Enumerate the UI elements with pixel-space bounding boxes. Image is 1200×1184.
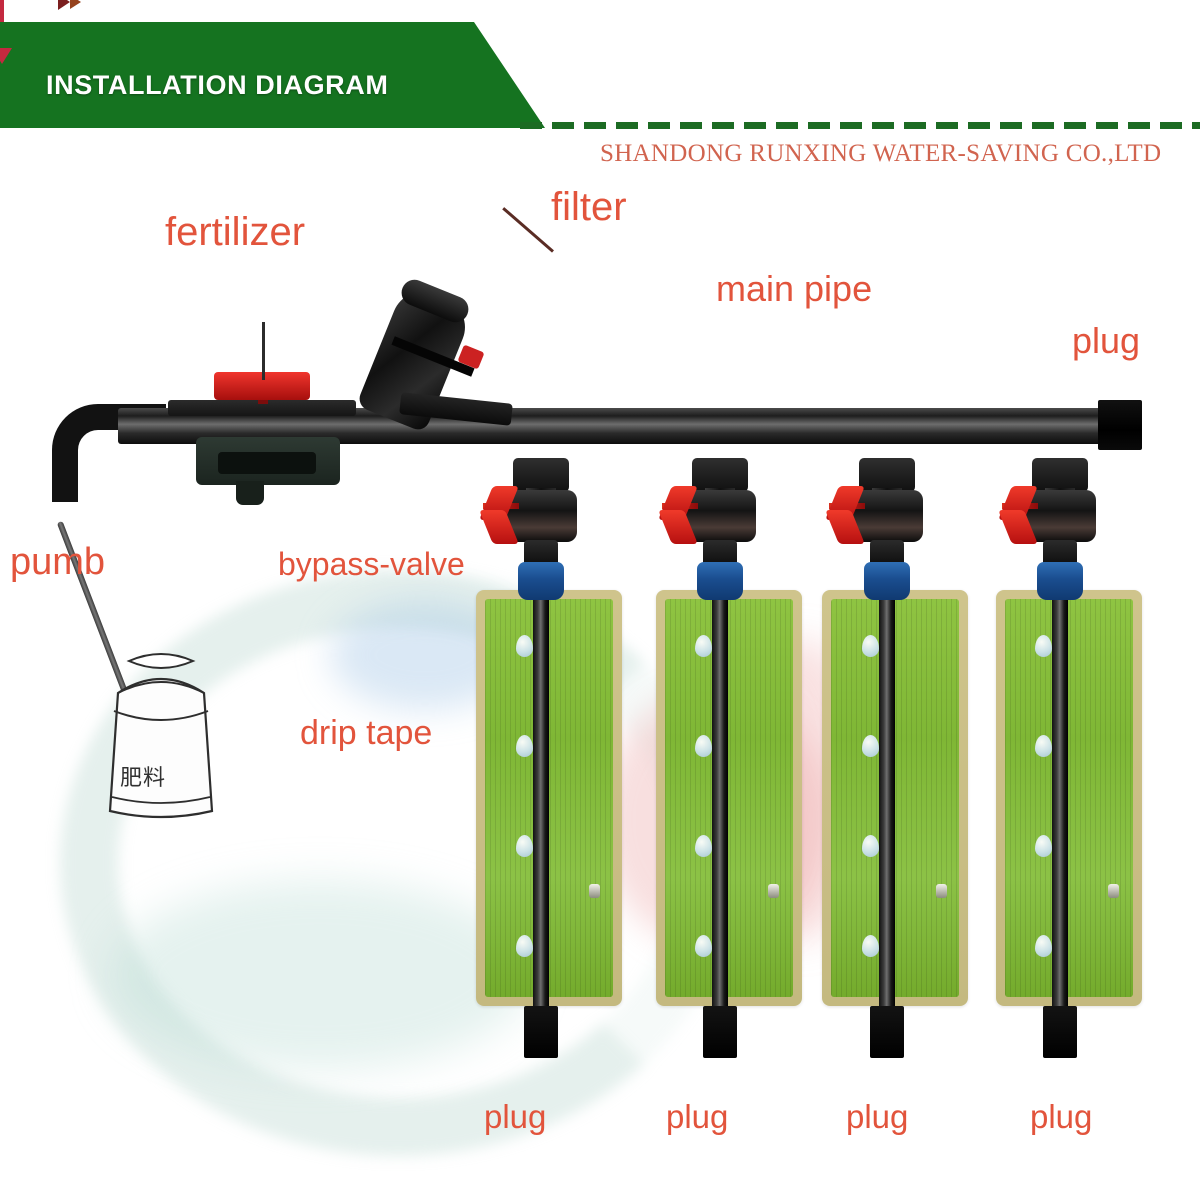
label-plug-bottom: plug — [484, 1098, 547, 1135]
crop-bed — [822, 590, 968, 1006]
water-drop — [862, 635, 879, 657]
water-drop — [862, 735, 879, 757]
pump-top-flange — [168, 400, 356, 416]
valve-connector — [697, 562, 743, 600]
crop-bed-grass — [665, 599, 793, 997]
drip-tape-line — [879, 596, 895, 1028]
drip-tape-end-plug — [524, 1006, 558, 1058]
bucket-label-text: 肥料 — [120, 766, 167, 791]
label-filter: filter — [551, 185, 627, 229]
valve-handle-icon — [993, 486, 1051, 542]
water-drop — [1035, 935, 1052, 957]
header-dashed-rule — [520, 122, 1200, 129]
drip-emitter — [589, 884, 600, 898]
water-drop — [1035, 635, 1052, 657]
label-drip-tape: drip tape — [300, 714, 433, 752]
header-banner — [0, 22, 545, 128]
crop-bed — [996, 590, 1142, 1006]
valve-handle-icon — [474, 486, 532, 542]
valve-connector — [518, 562, 564, 600]
bypass-valve-outlet — [236, 481, 264, 505]
water-drop — [1035, 735, 1052, 757]
water-drop — [516, 935, 533, 957]
crop-bed-grass — [831, 599, 959, 997]
label-plug-right: plug — [1072, 320, 1141, 361]
water-drop — [695, 635, 712, 657]
drip-emitter — [1108, 884, 1119, 898]
drip-tape-line — [533, 596, 549, 1028]
banner-title: INSTALLATION DIAGRAM — [46, 70, 389, 100]
water-drop — [516, 835, 533, 857]
label-plug-bottom: plug — [666, 1098, 729, 1135]
crop-bed — [656, 590, 802, 1006]
crop-bed — [476, 590, 622, 1006]
drip-tape-line — [1052, 596, 1068, 1028]
water-drop — [695, 935, 712, 957]
label-fertilizer: fertilizer — [165, 210, 306, 254]
water-drop — [516, 735, 533, 757]
filter-leader-line — [502, 207, 554, 253]
label-plug-bottom: plug — [1030, 1098, 1093, 1135]
bypass-valve-window — [218, 452, 316, 474]
water-drop — [695, 735, 712, 757]
drip-tape-end-plug — [1043, 1006, 1077, 1058]
label-main-pipe: main pipe — [716, 268, 873, 309]
valve-connector — [864, 562, 910, 600]
crop-bed-grass — [485, 599, 613, 997]
water-drop — [695, 835, 712, 857]
water-drop — [862, 935, 879, 957]
crop-bed-grass — [1005, 599, 1133, 997]
water-drop — [516, 635, 533, 657]
fertilizer-bucket — [96, 645, 226, 825]
company-name: SHANDONG RUNXING WATER-SAVING CO.,LTD — [600, 140, 1162, 167]
water-drop — [1035, 835, 1052, 857]
drip-emitter — [768, 884, 779, 898]
drip-emitter — [936, 884, 947, 898]
drip-tape-end-plug — [703, 1006, 737, 1058]
label-plug-bottom: plug — [846, 1098, 909, 1135]
valve-connector — [1037, 562, 1083, 600]
label-pump: pumb — [10, 541, 106, 583]
watermark-teal-blob — [110, 880, 530, 1070]
drip-tape-end-plug — [870, 1006, 904, 1058]
label-bypass-valve: bypass-valve — [278, 546, 465, 582]
valve-handle-icon — [820, 486, 878, 542]
main-pipe-end-plug — [1098, 400, 1142, 450]
valve-handle-icon — [653, 486, 711, 542]
fertilizer-leader-line — [262, 322, 265, 380]
water-drop — [862, 835, 879, 857]
drip-tape-line — [712, 596, 728, 1028]
